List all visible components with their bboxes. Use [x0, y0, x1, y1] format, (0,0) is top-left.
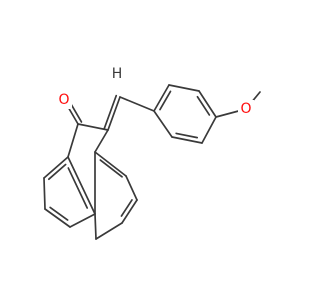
bond-phenyl-5	[171, 136, 203, 144]
vinyl-hydrogen-label: H	[112, 66, 123, 82]
bond-phenyl-3-double	[196, 95, 211, 116]
bond-ring-right-4	[95, 222, 123, 240]
bond-exocyclic	[107, 96, 121, 131]
carbonyl-oxygen-label-mask	[56, 91, 72, 109]
bond-layer	[43, 84, 261, 240]
carbonyl-oxygen-label: O	[58, 92, 69, 108]
bond-ring-left-2	[43, 177, 46, 210]
bond-c3-c4a	[67, 156, 96, 215]
bond-ring-left-4	[69, 213, 96, 228]
molecule-structure: O H O	[0, 0, 300, 300]
bond-phenyl-6	[153, 110, 173, 138]
bond-ring-right-3-double	[120, 199, 133, 217]
atom-label-layer: O H O	[56, 66, 254, 118]
bond-phenyl-5-double	[175, 132, 199, 139]
bond-ring-right-2	[125, 175, 138, 201]
bond-c1-c2	[77, 123, 109, 131]
bond-ring-left-1	[43, 156, 69, 179]
bond-exocyclic-double	[103, 94, 118, 130]
bond-phenyl-1	[153, 84, 170, 112]
bond-ring-left-3-double	[49, 206, 69, 221]
bond-ring-left-3	[44, 208, 71, 228]
bond-ring-right-3	[121, 199, 138, 224]
bond-ring-left-1-double	[47, 163, 67, 181]
bond-ring-right-1	[94, 151, 127, 177]
bond-phenyl-2	[168, 84, 200, 92]
methoxy-oxygen-label: O	[240, 101, 251, 117]
bond-phenyl-1-double	[159, 90, 172, 111]
bond-ring-left-5-double	[67, 167, 89, 209]
bond-vinyl-aryl	[119, 96, 155, 112]
bond-c1-c3	[67, 123, 79, 158]
bond-ring-right-1-double	[99, 159, 123, 178]
bond-ring-right-5	[94, 213, 97, 240]
vinyl-hydrogen-label-mask	[110, 66, 124, 82]
bond-c2-c2a	[94, 129, 109, 153]
methoxy-oxygen-label-mask	[238, 100, 254, 118]
bond-phenyl-3	[198, 90, 217, 118]
background	[0, 0, 300, 300]
bond-phenyl-4	[201, 116, 217, 144]
